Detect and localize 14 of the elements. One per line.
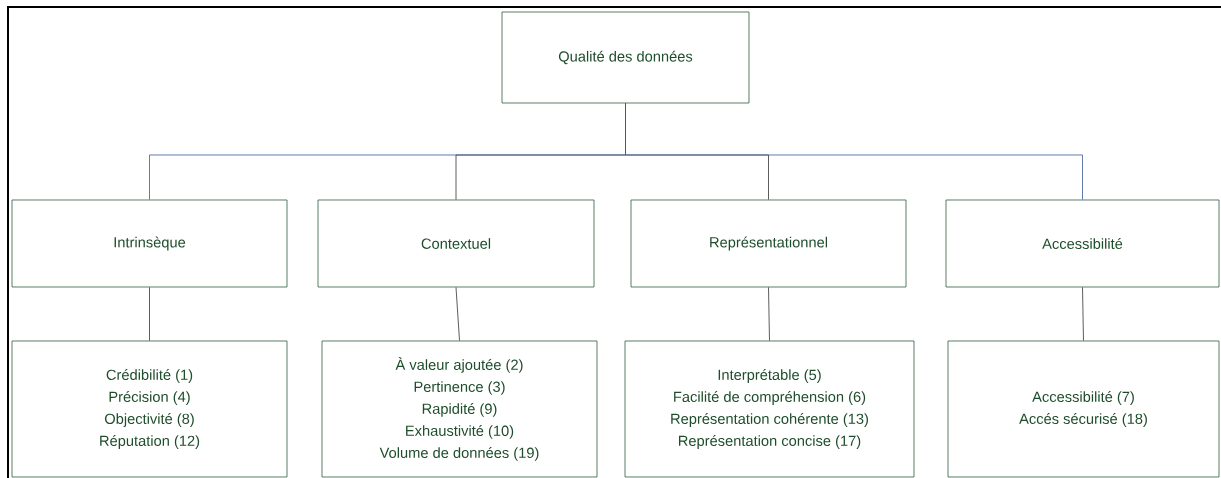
category-box: Intrinsèque <box>11 199 288 288</box>
connector-line <box>625 103 1083 200</box>
criteria-box: Accessibilité (7) Accés sécurisé (18) <box>947 340 1220 478</box>
root-box: Qualité des données <box>501 11 750 104</box>
connector-line <box>455 287 460 341</box>
criteria-box: Interprétable (5) Facilité de compréhension (6) Représentation cohérente (13) Représentation concise (17) <box>624 340 915 478</box>
connector-line <box>149 287 150 341</box>
connector-line <box>1082 287 1084 341</box>
category-box: Représentationnel <box>630 199 907 288</box>
category-box: Contextuel <box>317 199 595 288</box>
criteria-box: À valeur ajoutée (2) Pertinence (3) Rapidité (9) Exhaustivité (10) Volume de données (19) <box>321 340 598 478</box>
connector-line <box>768 287 770 341</box>
criteria-box: Crédibilité (1) Précision (4) Objectivité (8) Réputation (12) <box>11 340 288 478</box>
category-box: Accessibilité <box>945 199 1220 288</box>
